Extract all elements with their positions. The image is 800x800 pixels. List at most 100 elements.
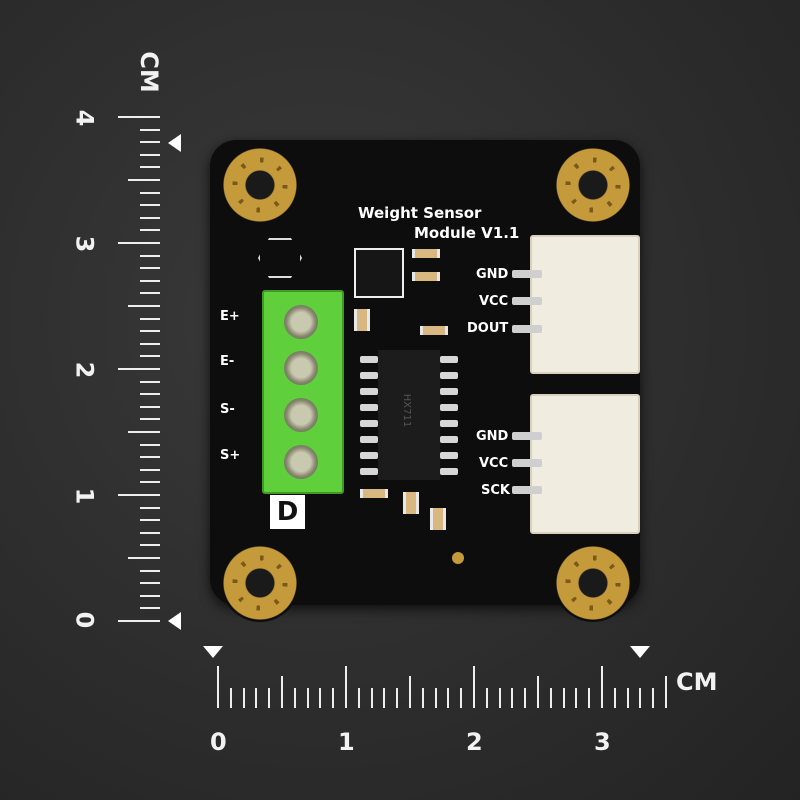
ruler-tick — [140, 292, 160, 295]
ruler-tick — [319, 688, 322, 708]
ruler-tick — [601, 666, 603, 708]
chip-lead — [360, 436, 378, 443]
ruler-tick — [665, 676, 667, 708]
ruler-tick — [140, 481, 160, 484]
pin-label: SCK — [481, 483, 510, 498]
screw-terminal — [262, 290, 344, 494]
vertical-ruler-label: 0 — [70, 611, 99, 629]
chip-marking: HX711 — [401, 393, 413, 428]
ruler-tick — [511, 688, 514, 708]
ruler-tick — [118, 116, 160, 118]
ruler-tick — [140, 405, 160, 408]
screw-icon — [284, 305, 318, 339]
ruler-tick — [562, 688, 565, 708]
chip-lead — [440, 436, 458, 443]
horizontal-ruler-label: 3 — [594, 728, 611, 756]
ruler-tick — [370, 688, 373, 708]
chip-lead — [360, 452, 378, 459]
chip-lead — [360, 404, 378, 411]
ruler-tick — [434, 688, 437, 708]
ruler-tick — [140, 153, 160, 156]
ruler-tick — [118, 242, 160, 244]
chip-lead — [440, 452, 458, 459]
ruler-tick — [549, 688, 552, 708]
connector-pin — [512, 459, 542, 467]
hx711-chip: HX711 — [378, 350, 440, 480]
logo-icon — [258, 238, 302, 278]
ruler-marker-icon — [168, 612, 181, 630]
ruler-tick — [626, 688, 629, 708]
horizontal-ruler-unit: CM — [676, 668, 718, 696]
horizontal-ruler-label: 2 — [466, 728, 483, 756]
connector-sck[interactable] — [530, 394, 640, 534]
connector-pin — [512, 486, 542, 494]
ruler-tick — [140, 204, 160, 207]
ruler-tick — [118, 620, 160, 622]
vertical-ruler-unit: CM — [134, 51, 163, 93]
ruler-tick — [140, 569, 160, 572]
ruler-tick — [485, 688, 488, 708]
ruler-tick — [498, 688, 501, 708]
terminal-label: E+ — [220, 309, 240, 324]
ruler-tick — [118, 494, 160, 496]
board-title: Weight Sensor — [358, 204, 482, 222]
chip-lead — [440, 404, 458, 411]
ruler-tick — [575, 688, 578, 708]
ruler-tick — [140, 594, 160, 597]
ruler-tick — [140, 418, 160, 421]
terminal-label: S- — [220, 402, 235, 417]
vertical-ruler-label: 2 — [70, 361, 99, 379]
ruler-tick — [140, 191, 160, 194]
ruler-tick — [460, 688, 463, 708]
ruler-tick — [140, 229, 160, 232]
ruler-tick — [140, 317, 160, 320]
pin-label: DOUT — [467, 321, 509, 336]
ruler-tick — [140, 468, 160, 471]
horizontal-ruler-label: 1 — [338, 728, 355, 756]
screw-icon — [284, 398, 318, 432]
ruler-tick — [140, 216, 160, 219]
ruler-tick — [140, 166, 160, 169]
chip-lead — [440, 356, 458, 363]
pin-label: VCC — [479, 294, 509, 309]
screw-icon — [284, 351, 318, 385]
chip-lead — [440, 388, 458, 395]
vertical-ruler-label: 4 — [70, 109, 99, 127]
ruler-tick — [255, 688, 258, 708]
chip-lead — [360, 372, 378, 379]
pin-label: VCC — [479, 456, 509, 471]
ruler-tick — [140, 544, 160, 547]
ruler-tick — [537, 676, 539, 708]
ruler-tick — [128, 179, 160, 181]
smd-component — [354, 309, 370, 331]
ruler-tick — [140, 393, 160, 396]
ruler-tick — [447, 688, 450, 708]
mounting-hole — [221, 146, 299, 224]
regulator-component — [354, 248, 404, 298]
ruler-tick — [128, 305, 160, 307]
ruler-tick — [128, 557, 160, 559]
vertical-ruler-label: 1 — [70, 487, 99, 505]
mounting-hole — [554, 544, 632, 622]
ruler-tick — [140, 506, 160, 509]
board-subtitle: Module V1.1 — [414, 224, 520, 242]
ruler-tick — [140, 342, 160, 345]
ruler-tick — [473, 666, 475, 708]
chip-lead — [440, 468, 458, 475]
ruler-marker-icon — [168, 134, 181, 152]
ruler-tick — [639, 688, 642, 708]
ruler-tick — [293, 688, 296, 708]
chip-lead — [440, 372, 458, 379]
mounting-hole — [554, 146, 632, 224]
ruler-tick — [345, 666, 347, 708]
chip-lead — [360, 356, 378, 363]
ruler-tick — [229, 688, 232, 708]
smd-component — [403, 492, 419, 514]
ruler-tick — [242, 688, 245, 708]
smd-component — [420, 326, 448, 335]
connector-dout[interactable] — [530, 235, 640, 374]
ruler-marker-icon — [630, 646, 650, 658]
connector-pin — [512, 432, 542, 440]
ruler-tick — [118, 368, 160, 370]
